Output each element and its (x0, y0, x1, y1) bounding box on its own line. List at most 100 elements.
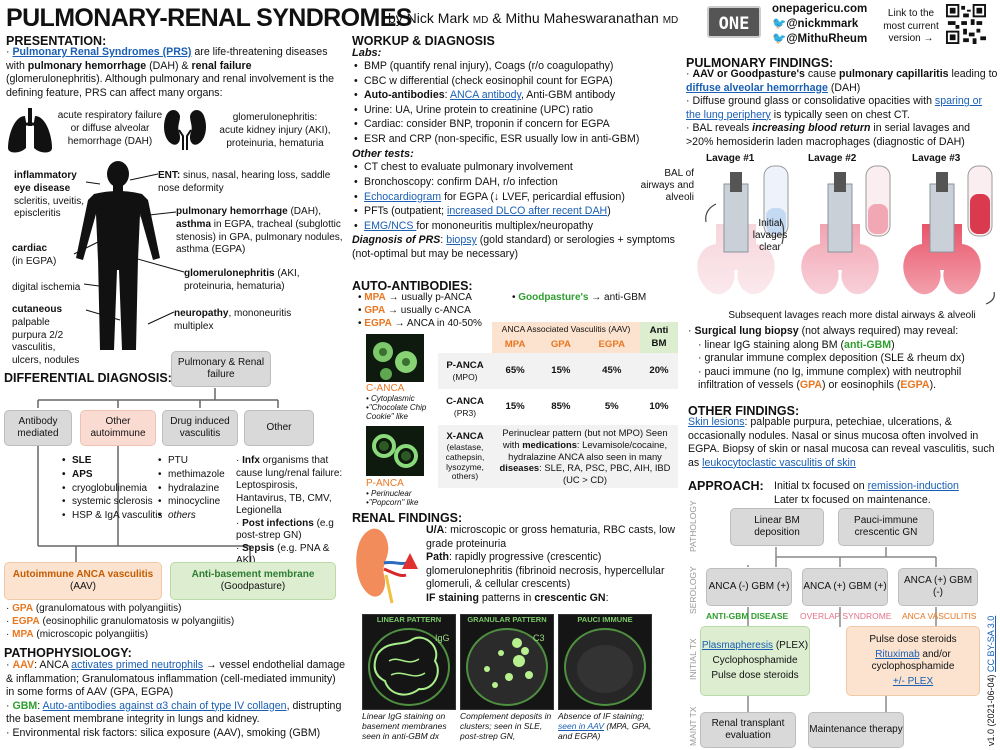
table-cell: 45% (602, 365, 622, 376)
ischemia-finding: digital ischemia (12, 282, 81, 293)
gn-finding: glomerulonephritis (AKI, proteinuria, he… (184, 268, 300, 292)
dlco-link[interactable]: increased DLCO after recent DAH (447, 205, 608, 218)
granular-pattern-panel: GRANULAR PATTERN C3 (460, 614, 554, 710)
list-item: EMG/NCS for mononeuritis multiplex/neuro… (352, 220, 682, 234)
prs-link[interactable]: Pulmonary Renal Syndromes (PRS) (12, 46, 192, 58)
table-cell: 15% (551, 365, 571, 376)
side-label-pathology: PATHOLOGY (688, 500, 698, 552)
list-item: Urine: UA, Urine protein to creatinine (… (352, 104, 682, 118)
lavage-3-label: Lavage #3 (912, 153, 961, 164)
list-item: CBC w differential (check eosinophil cou… (352, 75, 682, 89)
side-label-initial-tx: INITIAL TX (688, 638, 698, 680)
rituximab-link[interactable]: Rituximab (875, 649, 920, 660)
ddx-antibody: Antibody mediated (4, 410, 72, 446)
other-body: Skin lesions: palpable purpura, petechia… (688, 416, 995, 469)
kidney-finding: glomerulonephritis:acute kidney injury (… (219, 112, 331, 149)
aav-link[interactable]: seen in AAV (558, 720, 604, 731)
table-cell: 10% (649, 401, 669, 412)
list-item: CT chest to evaluate pulmonary involveme… (352, 161, 682, 175)
echo-link[interactable]: Echocardiogram (364, 190, 442, 203)
site-link[interactable]: onepagericu.com (772, 3, 868, 15)
panca-notes: • Perinuclear•"Popcorn" like (366, 489, 419, 508)
c3-label: C3 (533, 633, 545, 643)
list-item: Bronchoscopy: confirm DAH, r/o infection (352, 176, 682, 190)
initial-lavage-note: Initial lavages clear (752, 218, 788, 253)
kidney-nephron-icon (356, 528, 418, 604)
antigbm-header: Anti BM (640, 322, 678, 354)
twitter-handle-1[interactable]: @nickmmark (786, 17, 859, 30)
periphery-link[interactable]: sparing or the lung periphery (686, 95, 983, 121)
pulm-body: · AAV or Goodpasture's cause pulmonary c… (686, 68, 998, 148)
anca-table: ANCA Associated Vasculitis (AAV) Anti BM… (438, 322, 678, 488)
neuro-finding: neuropathy, mononeuritis multiplex (174, 308, 292, 332)
author-2: & Mithu Maheswaranathan (492, 10, 659, 26)
ddx-drug: Drug induced vasculitis (162, 410, 238, 446)
author-1: by Nick Mark (388, 10, 469, 26)
list-item: methimazole (156, 469, 236, 482)
aav-header: ANCA Associated Vasculitis (AAV) (492, 322, 640, 337)
plex-optional-link[interactable]: +/- PLEX (892, 676, 934, 687)
ddx-root: Pulmonary & Renal failure (171, 351, 271, 387)
qr-code-icon[interactable] (946, 4, 986, 44)
list-item: minocycline (156, 496, 236, 509)
biopsy-section: · Surgical lung biopsy (not always requi… (688, 325, 965, 392)
ddx-other: Other (244, 410, 314, 446)
skin-link[interactable]: Skin lesions (688, 416, 745, 428)
table-row-label: C-ANCA(PR3) (446, 395, 484, 418)
label-overlap: OVERLAP SYNDROME (800, 611, 892, 621)
linear-pattern-panel: LINEAR PATTERN IgG (362, 614, 456, 710)
patho-body: · AAV: ANCA activates primed neutrophils… (6, 659, 346, 739)
body-pointer-lines (73, 173, 185, 325)
kidneys-icon (164, 110, 206, 150)
side-label-serology: SEROLOGY (688, 566, 698, 614)
igg-label: IgG (435, 633, 450, 643)
canca-notes: • Cytoplasmic•"Chocolate Chip Cookie" li… (366, 394, 427, 422)
canca-micrograph (366, 334, 424, 382)
anca-link[interactable]: ANCA antibody (449, 89, 521, 102)
subsequent-lavage-note: Subsequent lavages reach more distal air… (728, 310, 976, 321)
remission-link[interactable]: remission-induction (867, 480, 959, 492)
workup-heading: WORKUP & DIAGNOSIS (352, 34, 495, 48)
xanca-text: Perinuclear pattern (but not MPO) Seen w… (499, 427, 671, 486)
pauci-glomerulus-icon (564, 627, 646, 706)
patho-heading: PATHOPHYSIOLOGY: (4, 646, 132, 660)
renal-heading: RENAL FINDINGS: (352, 511, 463, 525)
neutrophil-link[interactable]: activates primed neutrophils (71, 659, 204, 671)
emg-link[interactable]: EMG/NCS (364, 219, 417, 232)
list-item: APS (60, 469, 168, 482)
list-item: PTU (156, 455, 236, 468)
gbm-box: Anti-basement membrane(Goodpasture) (170, 562, 336, 600)
lung-finding: acute respiratory failure or diffuse alv… (57, 110, 163, 147)
list-item: HSP & IgA vasculitis (60, 510, 168, 523)
differential-heading: DIFFERENTIAL DIAGNOSIS: (4, 371, 172, 385)
dah-link[interactable]: diffuse alveolar hemorrhage (686, 81, 828, 94)
approach-connectors (747, 547, 937, 713)
byline: by Nick Mark MD & Mithu Maheswaranathan … (388, 10, 678, 28)
twitter-handle-2[interactable]: @MithuRheum (786, 32, 868, 45)
table-cell: 85% (551, 401, 571, 412)
list-item: BMP (quantify renal injury), Coags (r/o … (352, 60, 682, 74)
presentation-intro: · Pulmonary Renal Syndromes (PRS) are li… (6, 46, 334, 99)
onepager-logo: ONE (707, 6, 761, 38)
path-pauci: Pauci-immune crescentic GN (838, 508, 934, 546)
plex-link[interactable]: Plasmapheresis (701, 640, 774, 651)
maint-therapy: Maintenance therapy (808, 712, 904, 748)
license-link[interactable]: CC BY-SA 3.0 (986, 615, 996, 672)
lcv-link[interactable]: leukocytoclastic vasculitis of skin (702, 456, 856, 469)
renal-body: U/A: microscopic or gross hematuria, RBC… (426, 524, 676, 604)
lungs-icon (8, 108, 52, 153)
collagen-link[interactable]: Auto-antibodies against α3 chain of type… (42, 699, 287, 712)
twitter-icon: 🐦 (772, 17, 787, 30)
list-item: cryoglobulinemia (60, 483, 168, 496)
table-cell: 65% (505, 365, 525, 376)
aav-box: Autoimmune ANCA vasculitis(AAV) (4, 562, 162, 600)
biopsy-link[interactable]: biopsy (446, 234, 477, 247)
list-item: others (156, 510, 236, 523)
table-row-label: P-ANCA(MPO) (446, 359, 484, 382)
approach-heading: APPROACH: (688, 479, 764, 493)
version-license: v1.0 (2021-06-04) CC BY-SA 3.0 (986, 615, 996, 746)
workup-body: Labs: BMP (quantify renal injury), Coags… (352, 46, 682, 261)
human-body-icon (76, 161, 160, 350)
author-1-degree: MD (472, 15, 489, 26)
